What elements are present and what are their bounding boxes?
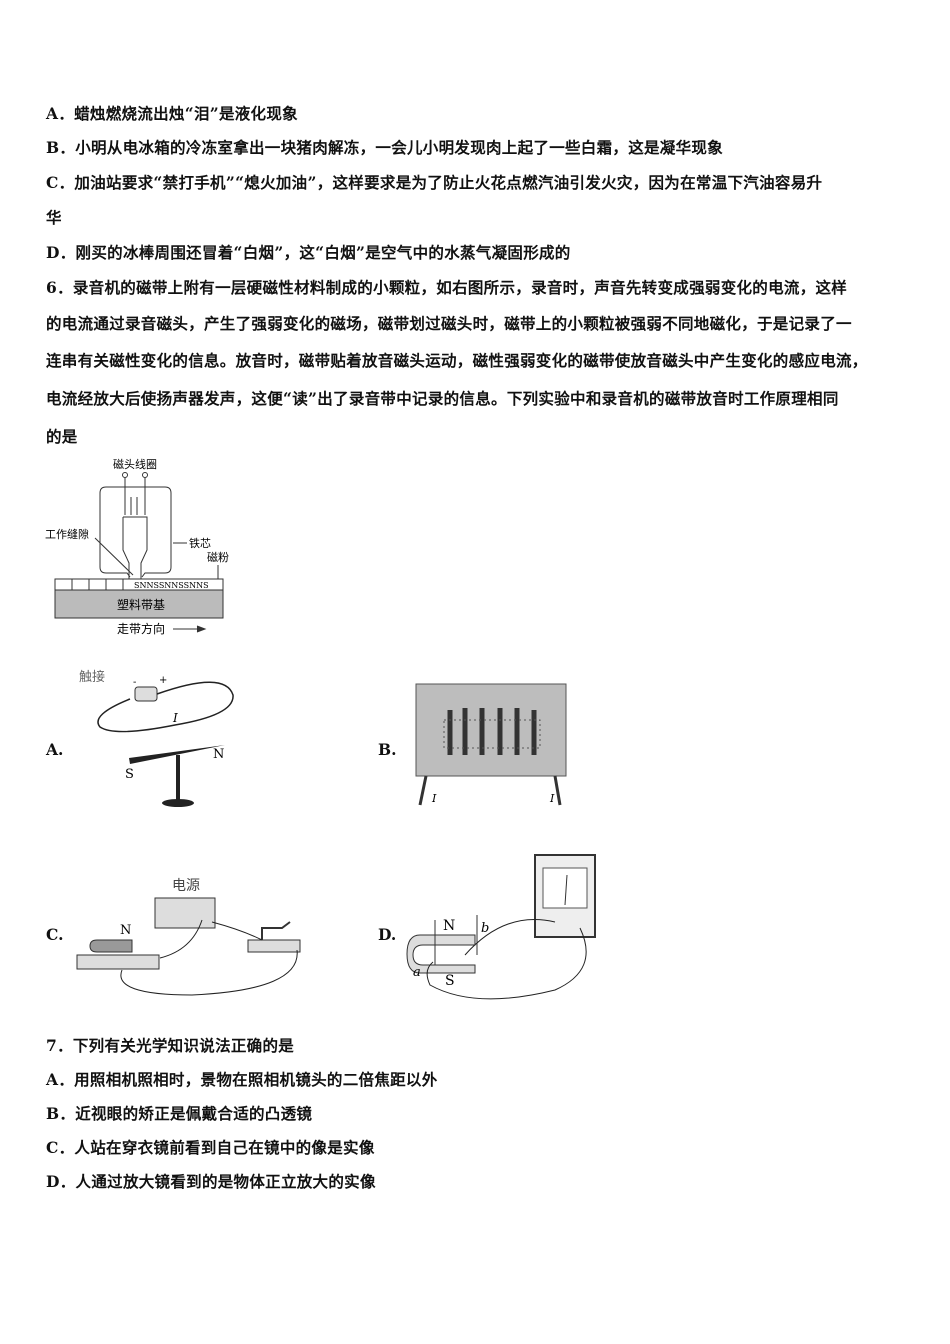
q7-option-a: A．用照相机照相时，景物在照相机镜头的二倍焦距以外 (46, 1070, 438, 1089)
core-label: 铁芯 (189, 536, 211, 550)
q7-option-b: B．近视眼的矫正是佩戴合适的凸透镜 (46, 1104, 313, 1123)
minus-sign: - (133, 677, 136, 688)
q5-option-b: B．小明从电冰箱的冷冻室拿出一块猪肉解冻，一会儿小明发现肉上起了一些白霜，这是凝… (46, 138, 724, 157)
magnet-s-label: S (445, 973, 455, 989)
q6-stem-line: 电流经放大后使扬声器发声，这便“读”出了录音带中记录的信息。下列实验中和录音机的… (46, 389, 839, 408)
q6-option-d-label: D. (378, 925, 397, 944)
q6-option-a-label: A. (46, 740, 64, 759)
q7-stem: 7．下列有关光学知识说法正确的是 (46, 1036, 295, 1055)
oersted-experiment-figure: 触接 - + I S N (79, 669, 234, 807)
base-label: 塑料带基 (117, 597, 165, 612)
s-pole-label: S (125, 767, 134, 782)
solenoid-iron-filings-figure: I I (415, 683, 567, 806)
q6-stem-line: 的电流通过录音磁头，产生了强弱变化的磁场，磁带划过磁头时，磁带上的小颗粒被强弱不… (46, 314, 852, 333)
q7-option-d: D．人通过放大镜看到的是物体正立放大的实像 (46, 1172, 376, 1191)
power-supply-label: 电源 (172, 878, 200, 894)
q6-stem-line: 连串有关磁性变化的信息。放音时，磁带贴着放音磁头运动，磁性强弱变化的磁带使放音磁… (46, 351, 868, 370)
current-in-label: I (431, 792, 437, 805)
wire-end-a-label: a (413, 965, 421, 980)
plus-sign: + (159, 675, 167, 686)
coil-label: 磁头线圈 (113, 457, 157, 471)
q6-stem-line: 6．录音机的磁带上附有一层硬磁性材料制成的小颗粒，如右图所示，录音时，声音先转变… (46, 278, 848, 297)
electromagnetic-induction-figure: N S a b (406, 854, 596, 1000)
tape-head-figure: 磁头线圈 工作缝隙 铁芯 磁粉 SNNSSNNSSNNS 塑料带基 走带方向 (45, 457, 229, 636)
tape-poles: SNNSSNNSSNNS (134, 581, 209, 590)
q6-stem-line: 的是 (46, 427, 78, 446)
q5-option-d: D．刚买的冰棒周围还冒着“白烟”，这“白烟”是空气中的水蒸气凝固形成的 (46, 243, 571, 262)
q5-option-c: C．加油站要求“禁打手机”“熄火加油”，这样要求是为了防止火花点燃汽油引发火灾，… (46, 173, 823, 192)
q6-option-b-label: B. (378, 740, 397, 759)
n-pole-label: N (213, 747, 224, 762)
wire-end-b-label: b (481, 921, 489, 936)
current-out-label: I (549, 792, 555, 805)
q6-option-c-label: C. (46, 925, 64, 944)
magnet-n-label: N (443, 918, 455, 934)
motor-principle-figure: 电源 N (76, 878, 301, 996)
magnet-n-label: N (120, 923, 131, 938)
current-label: I (172, 711, 178, 725)
powder-label: 磁粉 (207, 551, 229, 564)
q5-option-a: A．蜡烛燃烧流出烛“泪”是液化现象 (46, 104, 298, 123)
gap-label: 工作缝隙 (45, 527, 89, 541)
q5-option-c-cont: 华 (46, 208, 62, 227)
q7-option-c: C．人站在穿衣镜前看到自己在镜中的像是实像 (46, 1138, 375, 1157)
touch-label: 触接 (79, 669, 105, 685)
direction-label: 走带方向 (117, 621, 165, 636)
